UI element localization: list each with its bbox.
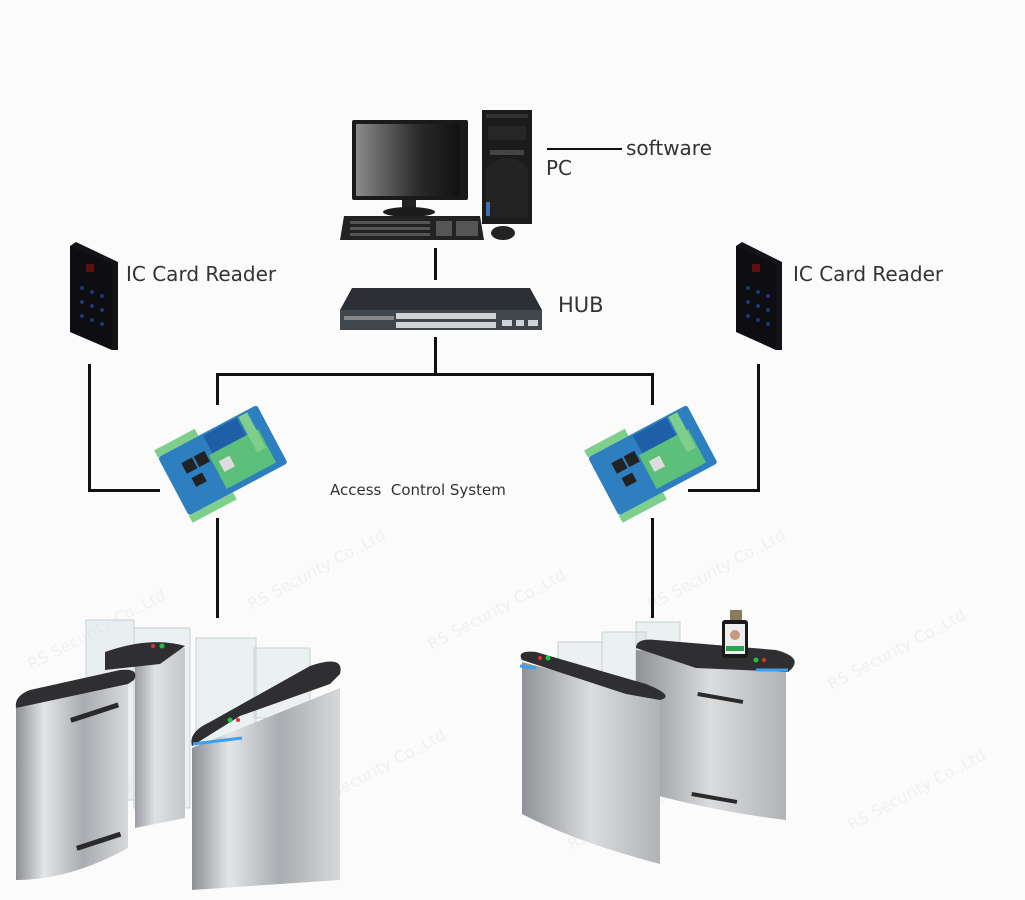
pc-hub-line bbox=[434, 248, 437, 280]
speed-gate-icon bbox=[15, 619, 341, 890]
controller-right-gate-line bbox=[651, 518, 654, 618]
mouse-icon bbox=[491, 226, 515, 240]
controller-left-gate-line bbox=[216, 518, 219, 618]
hub-bus-line bbox=[434, 337, 437, 375]
pc-label: PC bbox=[546, 156, 573, 180]
pc-software-line bbox=[547, 148, 622, 150]
reader-left-vertical bbox=[88, 364, 91, 491]
hub-label: HUB bbox=[558, 293, 604, 317]
watermark: RS Security Co.,Ltd bbox=[825, 605, 969, 694]
speed-gate-face-recognition-icon bbox=[519, 610, 795, 864]
bus-right-drop bbox=[651, 373, 654, 405]
pc-monitor-icon bbox=[352, 120, 468, 217]
watermark: RS Security Co.,Ltd bbox=[845, 745, 989, 834]
controller-board-icon bbox=[154, 405, 287, 523]
software-label: software bbox=[626, 136, 712, 160]
ic-card-reader-label: IC Card Reader bbox=[126, 262, 277, 286]
bus-horizontal-line bbox=[216, 373, 654, 376]
watermark: RS Security Co.,Ltd bbox=[645, 525, 789, 614]
controller-board-icon bbox=[584, 405, 717, 523]
bus-left-drop bbox=[216, 373, 219, 405]
network-switch-icon bbox=[340, 288, 542, 330]
reader-right-horizontal bbox=[688, 489, 760, 492]
pc-tower-icon bbox=[482, 110, 532, 224]
ic-card-reader-label: IC Card Reader bbox=[793, 262, 944, 286]
card-reader-icon bbox=[736, 242, 782, 350]
watermark: RS Security Co.,Ltd bbox=[245, 525, 389, 614]
keyboard-icon bbox=[340, 216, 484, 240]
card-reader-icon bbox=[70, 242, 118, 350]
reader-right-vertical bbox=[757, 364, 760, 491]
reader-left-horizontal bbox=[88, 489, 160, 492]
access-control-system-label: Access Control System bbox=[330, 481, 506, 499]
